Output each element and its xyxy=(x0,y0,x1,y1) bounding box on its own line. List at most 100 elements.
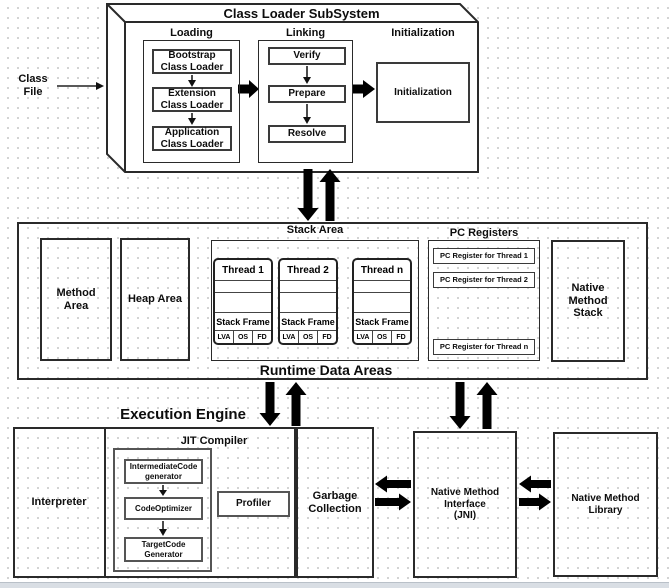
extension-class-loader-box: Extension Class Loader xyxy=(152,87,232,112)
execution-engine-divider xyxy=(104,427,106,578)
jni-line2: Interface xyxy=(444,498,486,510)
jit-compiler-label: JIT Compiler xyxy=(180,434,248,447)
verify-box: Verify xyxy=(268,47,346,65)
intermediate-code-generator-box: IntermediateCode generator xyxy=(124,459,203,484)
pc-registers-label: PC Registers xyxy=(449,226,519,239)
thread-n-empty-row xyxy=(354,280,410,292)
native-method-library-box: Native Method Library xyxy=(553,432,658,577)
runtime-to-execution-arrow xyxy=(259,382,281,426)
lva-cell: LVA xyxy=(217,333,231,341)
thread-2-empty-row xyxy=(280,280,336,292)
icg-to-optimizer-arrow xyxy=(159,485,167,496)
os-cell: OS xyxy=(298,331,317,343)
loading-container xyxy=(143,40,240,163)
gc-line2: Collection xyxy=(308,502,362,515)
fd-cell: FD xyxy=(252,331,271,343)
linking-section-label: Linking xyxy=(285,26,326,39)
extension-line2: Class Loader xyxy=(160,99,224,111)
profiler-box: Profiler xyxy=(217,491,290,517)
fd-cell: FD xyxy=(391,331,410,343)
optimizer-to-target-arrow xyxy=(159,521,167,536)
nml-line2: Library xyxy=(588,504,623,516)
application-class-loader-box: Application Class Loader xyxy=(152,126,232,151)
linking-container xyxy=(258,40,353,163)
stack-area-label: Stack Area xyxy=(286,223,344,236)
class-file-line1: Class xyxy=(18,73,48,86)
nml-line1: Native Method xyxy=(571,492,640,504)
class-file-line2: File xyxy=(23,86,43,98)
jni-line1: Native Method xyxy=(430,486,500,498)
bottom-edge-strip xyxy=(0,582,669,588)
nms-line3: Stack xyxy=(573,307,603,320)
pc-register-thread-2: PC Register for Thread 2 xyxy=(433,272,535,288)
lva-cell: LVA xyxy=(356,333,370,341)
thread-n-stack-frame: Stack Frame xyxy=(354,312,410,330)
prepare-box: Prepare xyxy=(268,85,346,103)
thread-1-box: Thread 1 Stack Frame LVA OS FD xyxy=(213,258,273,345)
garbage-collection-box: Garbage Collection xyxy=(296,427,374,578)
icg-line1: IntermediateCode xyxy=(129,462,198,472)
os-cell: OS xyxy=(372,331,391,343)
method-area-line2: Area xyxy=(63,299,89,312)
fd-cell: FD xyxy=(317,331,336,343)
thread-1-empty-row xyxy=(215,280,271,292)
heap-area-box: Heap Area xyxy=(120,238,190,361)
execution-engine-title: Execution Engine xyxy=(120,406,246,424)
interpreter-label: Interpreter xyxy=(31,495,87,508)
thread-2-stack-frame: Stack Frame xyxy=(280,312,336,330)
thread-2-frame-cells: LVA OS FD xyxy=(280,330,336,343)
linking-to-initialization-arrow xyxy=(352,80,375,98)
thread-1-stack-frame: Stack Frame xyxy=(215,312,271,330)
thread-1-frame-cells: LVA OS FD xyxy=(215,330,271,343)
extension-to-application-arrow xyxy=(188,113,196,125)
gc-to-jni-arrow xyxy=(375,493,411,511)
thread-2-empty-row2 xyxy=(280,292,336,312)
nms-line1: Native xyxy=(571,281,605,294)
icg-line2: generator xyxy=(145,471,182,481)
initialization-section-label: Initialization xyxy=(391,26,455,39)
initialization-box: Initialization xyxy=(376,62,470,123)
thread-n-frame-cells: LVA OS FD xyxy=(354,330,410,343)
pc-register-thread-n: PC Register for Thread n xyxy=(433,339,535,355)
library-to-jni-arrow xyxy=(519,475,551,493)
bootstrap-line2: Class Loader xyxy=(160,61,224,73)
jit-compiler-container xyxy=(113,448,212,572)
thread-1-title: Thread 1 xyxy=(222,264,264,276)
jni-to-library-arrow xyxy=(519,493,551,511)
runtime-data-areas-title: Runtime Data Areas xyxy=(259,361,393,378)
target-code-generator-box: TargetCode Generator xyxy=(124,537,203,562)
loading-section-label: Loading xyxy=(170,26,213,39)
nms-line2: Method xyxy=(568,294,608,307)
thread-n-box: Thread n Stack Frame LVA OS FD xyxy=(352,258,412,345)
resolve-box: Resolve xyxy=(268,125,346,143)
bootstrap-class-loader-box: Bootstrap Class Loader xyxy=(152,49,232,74)
loading-to-linking-arrow xyxy=(238,80,259,98)
jni-to-gc-arrow xyxy=(375,475,411,493)
tcg-line1: TargetCode xyxy=(141,540,186,550)
method-area-line1: Method xyxy=(56,286,96,299)
verify-to-prepare-arrow xyxy=(303,66,311,84)
runtime-data-areas-container xyxy=(17,222,648,380)
native-method-stack-box: Native Method Stack xyxy=(551,240,625,362)
jni-to-runtime-arrow xyxy=(476,382,498,429)
thread-2-box: Thread 2 Stack Frame LVA OS FD xyxy=(278,258,338,345)
class-loader-subsystem-title: Class Loader SubSystem xyxy=(223,5,380,21)
application-line1: Application xyxy=(164,126,220,138)
jni-line3: (JNI) xyxy=(453,510,477,522)
thread-n-empty-row2 xyxy=(354,292,410,312)
lva-cell: LVA xyxy=(282,333,296,341)
thread-n-title: Thread n xyxy=(360,264,404,276)
class-file-arrow xyxy=(57,82,104,90)
os-cell: OS xyxy=(233,331,252,343)
classloader-to-runtime-arrow xyxy=(297,169,319,221)
native-method-interface-box: Native Method Interface (JNI) xyxy=(413,431,517,578)
application-line2: Class Loader xyxy=(160,138,224,150)
runtime-to-classloader-arrow xyxy=(319,169,341,221)
code-optimizer-box: CodeOptimizer xyxy=(124,497,203,520)
execution-to-runtime-arrow xyxy=(285,382,307,426)
pc-registers-container xyxy=(428,240,540,361)
execution-engine-container xyxy=(13,427,296,578)
runtime-to-jni-arrow xyxy=(449,382,471,429)
pc-register-thread-1: PC Register for Thread 1 xyxy=(433,248,535,264)
bootstrap-line1: Bootstrap xyxy=(168,49,216,61)
